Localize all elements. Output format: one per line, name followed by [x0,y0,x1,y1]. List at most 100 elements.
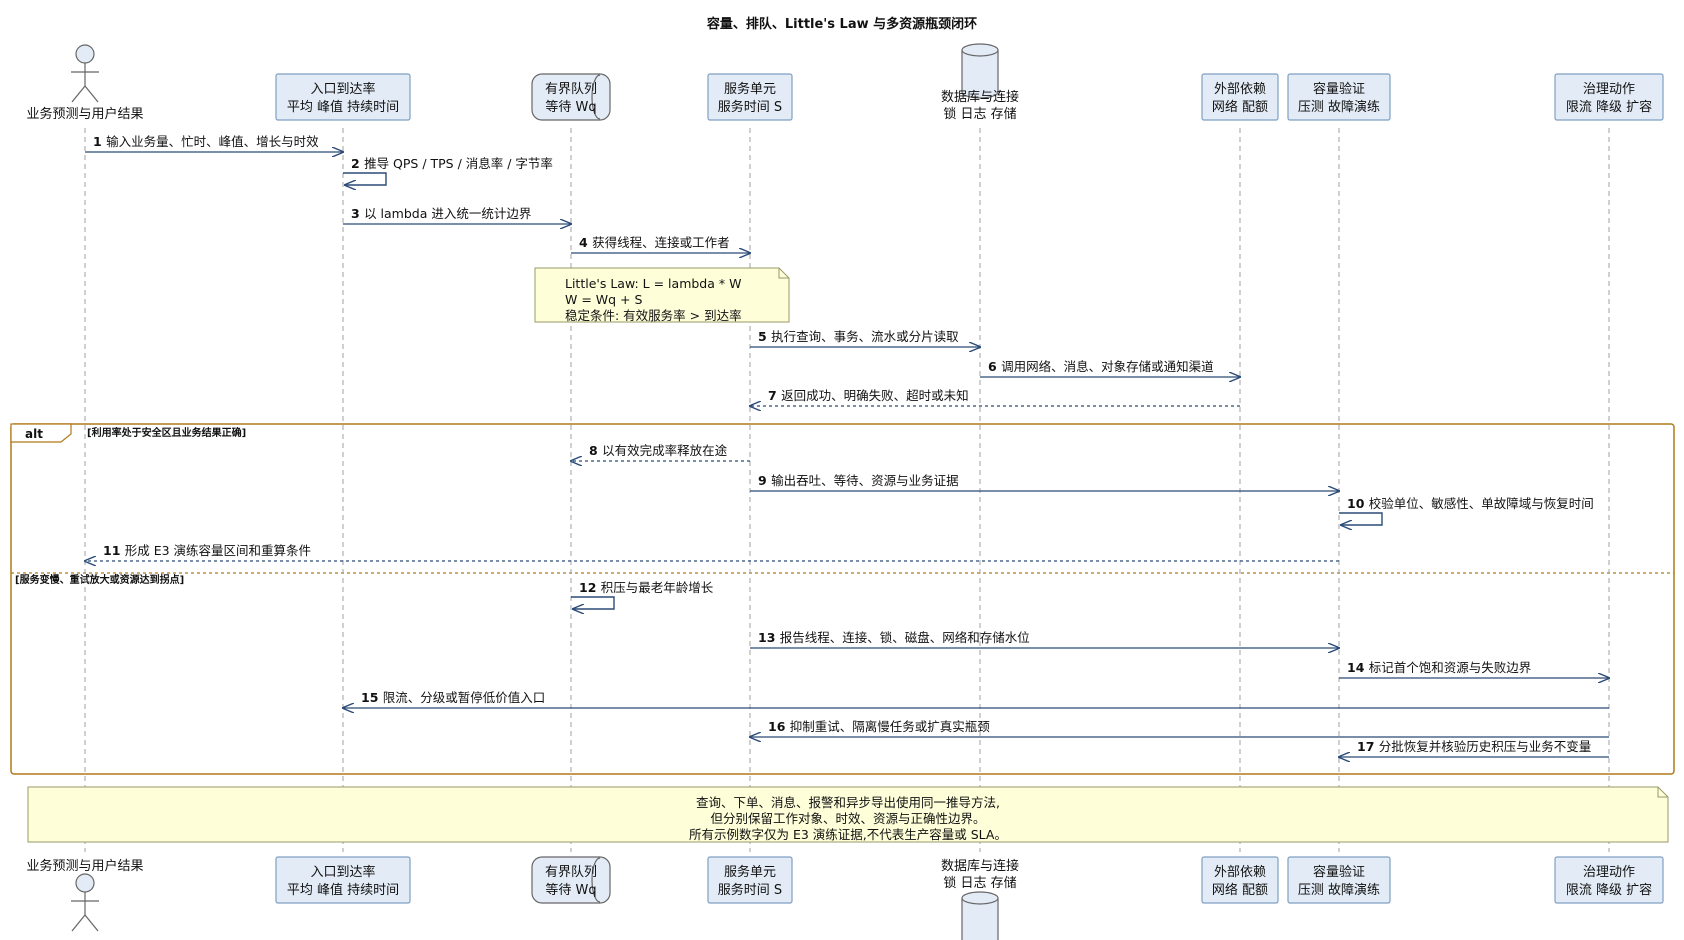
message-label: 16 抑制重试、隔离慢任务或扩真实瓶颈 [768,719,990,734]
queue-end-curve [591,857,601,903]
message-label: 6 调用网络、消息、对象存储或通知渠道 [988,359,1214,374]
participant-label-1: 入口到达率 [310,81,375,97]
message-label: 10 校验单位、敏感性、单故障域与恢复时间 [1347,496,1594,511]
participant-box [1287,856,1391,904]
message-label: 15 限流、分级或暂停低价值入口 [361,690,545,705]
alt-keyword: alt [25,427,43,441]
note-line: 但分别保留工作对象、时效、资源与正确性边界。 [710,811,985,826]
participant-label-2: 平均 峰值 持续时间 [287,882,399,898]
database-top [961,891,999,905]
participant-box [707,73,793,121]
note-fold [1657,787,1668,798]
participant-label-1: 服务单元 [724,81,776,97]
participant-label-1: 容量验证 [1313,81,1365,97]
note-line: W = Wq + S [565,292,642,307]
participant-label: 业务预测与用户结果 [26,858,143,874]
message-label: 7 返回成功、明确失败、超时或未知 [768,388,969,403]
message-arrow [1339,512,1383,525]
message-3: 3 以 lambda 进入统一统计边界 [343,206,571,224]
message-12: 12 积压与最老年龄增长 [571,580,714,609]
participant-label-2: 服务时间 S [718,99,782,115]
message-5: 5 执行查询、事务、流水或分片读取 [750,329,980,347]
participant-label-2: 等待 Wq [545,882,596,898]
note-littles-law: Little's Law: L = lambda * WW = Wq + S稳定… [534,267,790,323]
message-17: 17 分批恢复并核验历史积压与业务不变量 [1339,739,1609,757]
note-line: 查询、下单、消息、报警和异步导出使用同一推导方法, [696,795,1000,810]
database-cylinder [961,897,999,940]
queue-shape [531,73,611,121]
participant-label-1: 服务单元 [724,864,776,880]
message-14: 14 标记首个饱和资源与失败边界 [1339,660,1609,678]
message-8: 8 以有效完成率释放在途 [571,443,750,461]
participant-label-1: 外部依赖 [1214,865,1266,880]
participant-label-2: 压测 故障演练 [1298,882,1380,898]
note-body [534,267,790,323]
message-label: 4 获得线程、连接或工作者 [579,235,730,250]
message-label: 5 执行查询、事务、流水或分片读取 [758,329,959,344]
message-15: 15 限流、分级或暂停低价值入口 [343,690,1609,708]
actor-leg-right [84,914,99,932]
message-7: 7 返回成功、明确失败、超时或未知 [750,388,1240,406]
message-label: 14 标记首个饱和资源与失败边界 [1347,660,1532,675]
participant-label-2: 服务时间 S [718,882,782,898]
note-line: 所有示例数字仅为 E3 演练证据,不代表生产容量或 SLA。 [689,827,1007,842]
alt-tab [10,423,72,443]
message-6: 6 调用网络、消息、对象存储或通知渠道 [980,359,1240,377]
participant-box [707,856,793,904]
participant-user-bottom[interactable]: 业务预测与用户结果 [26,858,144,932]
message-2: 2 推导 QPS / TPS / 消息率 / 字节率 [343,156,553,185]
participant-label-1: 有界队列 [545,82,597,97]
message-label: 2 推导 QPS / TPS / 消息率 / 字节率 [351,156,553,171]
participant-box [275,73,411,121]
note-body [27,786,1669,843]
participant-label-1: 治理动作 [1583,865,1635,880]
message-4: 4 获得线程、连接或工作者 [571,235,750,253]
frames-layer: alt[利用率处于安全区且业务结果正确][服务变慢、重试放大或资源达到拐点] [10,423,1675,775]
message-13: 13 报告线程、连接、锁、磁盘、网络和存储水位 [750,630,1339,648]
note-line: 稳定条件: 有效服务率 > 到达率 [565,308,742,323]
participant-label-1: 外部依赖 [1214,82,1266,97]
alt-guard-1: [利用率处于安全区且业务结果正确] [87,426,246,439]
actor-head [75,873,95,893]
participant-box [1554,856,1664,904]
actor-leg-left [71,914,86,932]
participant-box [275,856,411,904]
participant-label-1: 有界队列 [545,865,597,880]
participant-label-2: 网络 配额 [1212,99,1268,115]
messages-layer: 1 输入业务量、忙时、峰值、增长与时效 2 推导 QPS / TPS / 消息率 … [85,134,1609,757]
note-line: Little's Law: L = lambda * W [565,276,741,291]
participant-user-top[interactable]: 业务预测与用户结果 [26,44,144,122]
message-label: 12 积压与最老年龄增长 [579,580,714,595]
participant-label-2: 限流 降级 扩容 [1566,99,1652,115]
alt-frame [10,423,1675,775]
actor-leg-left [71,85,86,103]
message-label: 8 以有效完成率释放在途 [589,443,728,458]
message-label: 11 形成 E3 演练容量区间和重算条件 [103,543,311,558]
message-9: 9 输出吞吐、等待、资源与业务证据 [750,473,1339,491]
actor-leg-right [84,85,99,103]
participant-label-2: 压测 故障演练 [1298,99,1380,115]
message-label: 3 以 lambda 进入统一统计边界 [351,206,532,221]
participant-label-2: 网络 配额 [1212,882,1268,898]
participant-box [1287,73,1391,121]
message-1: 1 输入业务量、忙时、峰值、增长与时效 [85,134,343,152]
participant-label-1: 容量验证 [1313,864,1365,880]
message-10: 10 校验单位、敏感性、单故障域与恢复时间 [1339,496,1594,525]
participant-label-2: 等待 Wq [545,99,596,115]
